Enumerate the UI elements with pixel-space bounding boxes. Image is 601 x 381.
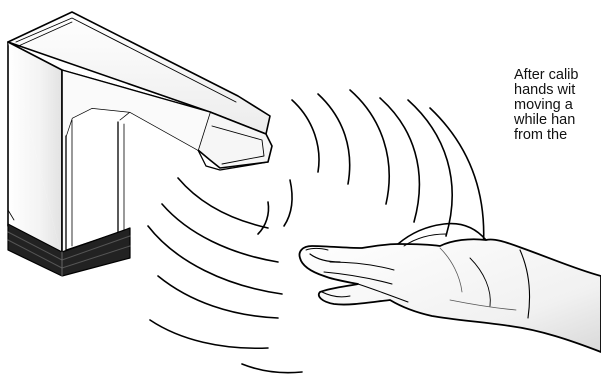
caption-line-5: from the — [514, 128, 601, 143]
instruction-caption: After calib hands wit moving a while han… — [514, 68, 601, 143]
wave-arc-10 — [158, 276, 278, 318]
wave-arc-8 — [162, 204, 278, 262]
caption-line-1: After calib — [514, 68, 601, 83]
caption-line-3: moving a — [514, 98, 601, 113]
caption-line-2: hands wit — [514, 83, 601, 98]
faucet — [8, 12, 272, 276]
wave-arc-12 — [242, 364, 302, 373]
wave-arc-1 — [292, 100, 319, 172]
wave-arc-7 — [178, 178, 268, 228]
caption-line-4: while han — [514, 113, 601, 128]
wave-arc-5 — [408, 100, 452, 236]
wave-arc-13 — [284, 180, 292, 226]
wave-arc-2 — [318, 94, 350, 184]
wave-arc-3 — [350, 90, 389, 204]
wave-arc-14 — [258, 202, 269, 234]
hand — [300, 224, 601, 352]
wave-arc-11 — [150, 320, 268, 348]
